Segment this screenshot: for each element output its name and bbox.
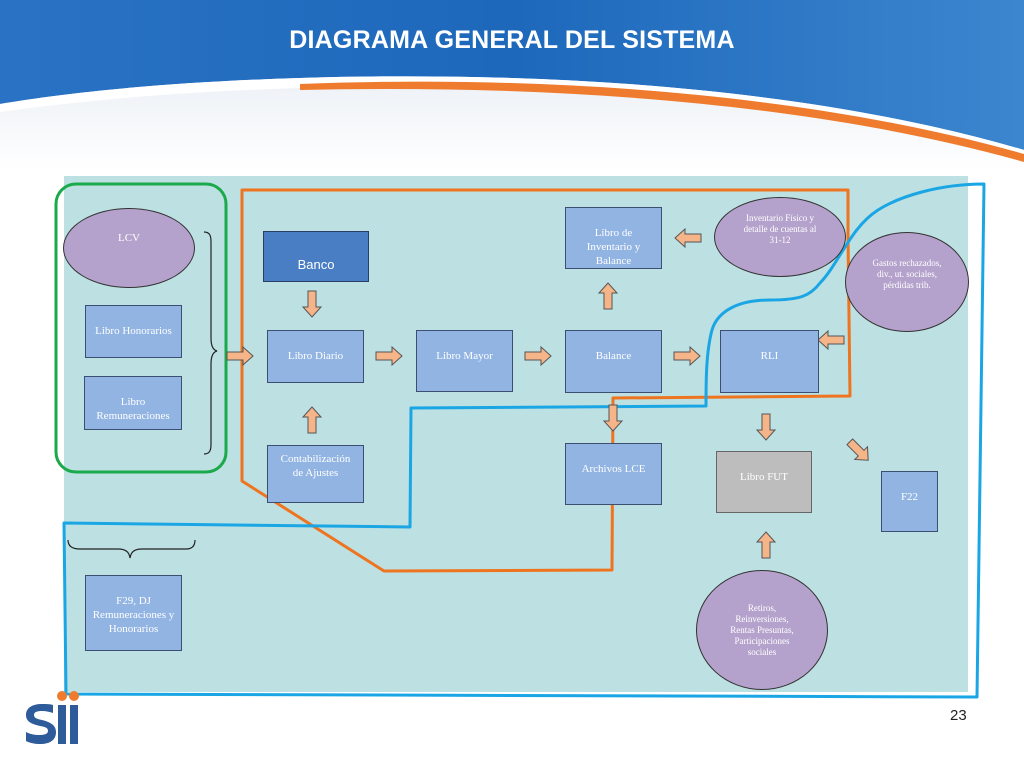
node-retiros: Retiros, Reinversiones, Rentas Presuntas… — [696, 570, 828, 690]
slide-title: DIAGRAMA GENERAL DEL SISTEMA — [289, 26, 735, 54]
brace-right — [203, 231, 218, 455]
node-libro-fut: Libro FUT — [716, 451, 812, 513]
blue-outline — [62, 182, 986, 699]
node-inventario-fisico: Inventario Físico y detalle de cuentas a… — [714, 197, 846, 277]
node-libro-honorarios: Libro Honorarios — [85, 305, 182, 358]
node-libro-mayor: Libro Mayor — [416, 330, 513, 392]
node-f22: F22 — [881, 471, 938, 532]
arrow-banco-to-diario — [302, 290, 322, 318]
node-rli: RLI — [720, 330, 819, 393]
page-number: 23 — [950, 707, 967, 724]
node-balance: Balance — [565, 330, 662, 393]
node-f29: F29, DJ Remuneraciones y Honorarios — [85, 575, 182, 651]
node-libro-remuneraciones: Libro Remuneraciones — [84, 376, 182, 430]
node-contabilizacion: Contabilización de Ajustes — [267, 445, 364, 503]
arrow-rli-to-f22 — [846, 438, 869, 461]
arrow-diario-to-mayor — [375, 346, 403, 366]
arrow-balance-to-lce — [603, 404, 623, 432]
node-libro-inventario: Libro de Inventario y Balance — [565, 207, 662, 269]
arrow-lcv-to-diario — [226, 346, 254, 366]
arrow-fisico-to-inventario — [674, 228, 702, 248]
arrow-balance-to-rli — [673, 346, 701, 366]
orange-outline — [240, 188, 852, 573]
arrow-balance-to-inventario — [598, 282, 618, 310]
node-gastos: Gastos rechazados, div., ut. sociales, p… — [845, 232, 969, 332]
arrow-rli-to-fut — [756, 413, 776, 441]
header-banner — [0, 0, 1024, 170]
arrow-ajustes-to-diario — [302, 406, 322, 434]
sii-logo — [26, 691, 79, 744]
brace-bottom — [67, 539, 196, 559]
arrow-gastos-to-rli — [817, 330, 845, 350]
node-archivos-lce: Archivos LCE — [565, 443, 662, 505]
node-banco: Banco — [263, 231, 369, 282]
arrow-mayor-to-balance — [524, 346, 552, 366]
node-libro-diario: Libro Diario — [267, 330, 364, 383]
green-outline — [54, 182, 228, 474]
node-lcv: LCV — [63, 208, 195, 288]
arrow-retiros-to-fut — [756, 531, 776, 559]
